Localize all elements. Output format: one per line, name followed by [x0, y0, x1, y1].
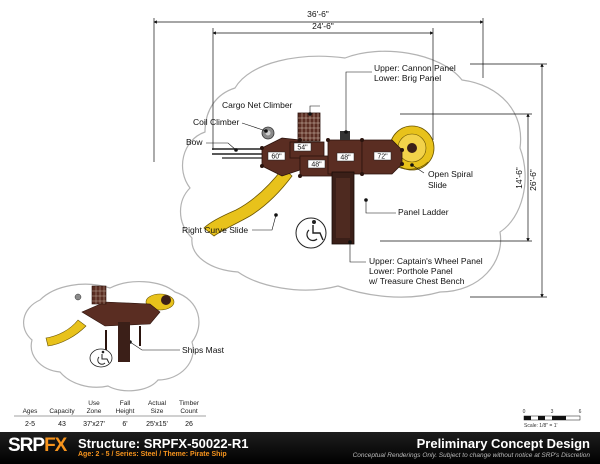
- scale-tick: 3: [551, 409, 554, 415]
- platform-height: 48": [340, 155, 351, 162]
- dimension-overall-height: 26'-6": [528, 169, 538, 191]
- platform-height: 54": [297, 145, 308, 152]
- platform-height-labels: 54" 60" 48" 48" 72": [267, 142, 392, 169]
- spec-value-actual-size: 25'x15': [146, 421, 168, 428]
- dimension-inner-width: 24'-6": [312, 21, 334, 31]
- callout-open-spiral-line2: Slide: [428, 180, 447, 190]
- spec-value-fall-height: 6': [122, 421, 127, 428]
- spec-header: Size: [151, 408, 164, 415]
- spec-header: Capacity: [49, 408, 75, 415]
- callout-leaders: [128, 71, 425, 351]
- callout-open-spiral-line1: Open Spiral: [428, 169, 473, 179]
- use-zone-outline-small: [23, 281, 200, 392]
- cargo-net-climber: [297, 112, 321, 142]
- callout-bow: Bow: [186, 137, 203, 147]
- scale-tick: 0: [523, 409, 526, 415]
- platform-height: 60": [271, 154, 282, 161]
- ships-mast: [118, 322, 130, 362]
- spec-header: Zone: [87, 408, 102, 415]
- spec-header: Timber: [179, 400, 200, 407]
- wheelchair-access-icon: [89, 348, 113, 368]
- spec-value-capacity: 43: [58, 421, 66, 428]
- spec-header: Fall: [120, 400, 131, 407]
- spec-header: Height: [116, 408, 135, 415]
- callout-captains-wheel-line2: Lower: Porthole Panel: [369, 266, 453, 276]
- platform-height: 48": [311, 162, 322, 169]
- structure-title: Structure: SRPFX-50022-R1: [78, 436, 249, 451]
- cannon-panel: [340, 131, 350, 140]
- spec-value-use-zone: 37'x27': [83, 421, 105, 428]
- scale-label: Scale: 1/8" = 1': [524, 423, 557, 429]
- callout-coil-climber: Coil Climber: [193, 117, 239, 127]
- right-curve-slide: [203, 167, 293, 237]
- callout-captains-wheel-line1: Upper: Captain's Wheel Panel: [369, 256, 483, 266]
- spec-header: Actual: [148, 400, 167, 407]
- scale-tick: 6: [579, 409, 582, 415]
- callout-ships-mast: Ships Mast: [182, 345, 225, 355]
- srpfx-logo: SRPFX: [8, 435, 67, 456]
- dimension-lines: [153, 18, 547, 298]
- callout-cargo-net-climber: Cargo Net Climber: [222, 100, 293, 110]
- callout-right-curve-slide: Right Curve Slide: [182, 225, 248, 235]
- dimension-inner-height: 14'-6": [514, 167, 524, 189]
- right-curve-slide: [45, 319, 87, 347]
- spec-value-timber-count: 26: [185, 421, 193, 428]
- spec-header: Use: [88, 400, 100, 407]
- platform-height: 72": [377, 154, 388, 161]
- scale-bar: 0 3 6 Scale: 1/8" = 1': [523, 409, 582, 429]
- play-structure-isometric: [45, 285, 175, 368]
- callout-captains-wheel-line3: w/ Treasure Chest Bench: [368, 276, 465, 286]
- wheelchair-access-icon: [295, 217, 327, 249]
- design-status-title: Preliminary Concept Design: [416, 436, 590, 451]
- drawing-canvas: 36'-6" 24'-6" 14'-6" 26'-6": [14, 9, 582, 429]
- dimension-overall-width: 36'-6": [307, 9, 329, 19]
- spec-header: Count: [180, 408, 198, 415]
- disclaimer-text: Conceptual Renderings Only. Subject to c…: [352, 452, 590, 459]
- callout-cannon-brig-line1: Upper: Cannon Panel: [374, 63, 456, 73]
- spec-table: Ages Capacity Use Zone Fall Height Actua…: [14, 400, 206, 428]
- spec-value-ages: 2-5: [25, 421, 35, 428]
- spec-header: Ages: [23, 408, 39, 415]
- structure-subtitle: Age: 2 - 5 / Series: Steel / Theme: Pira…: [78, 451, 227, 458]
- callout-panel-ladder: Panel Ladder: [398, 207, 449, 217]
- callout-cannon-brig-line2: Lower: Brig Panel: [374, 73, 441, 83]
- title-bar: SRPFX Structure: SRPFX-50022-R1 Age: 2 -…: [0, 432, 600, 464]
